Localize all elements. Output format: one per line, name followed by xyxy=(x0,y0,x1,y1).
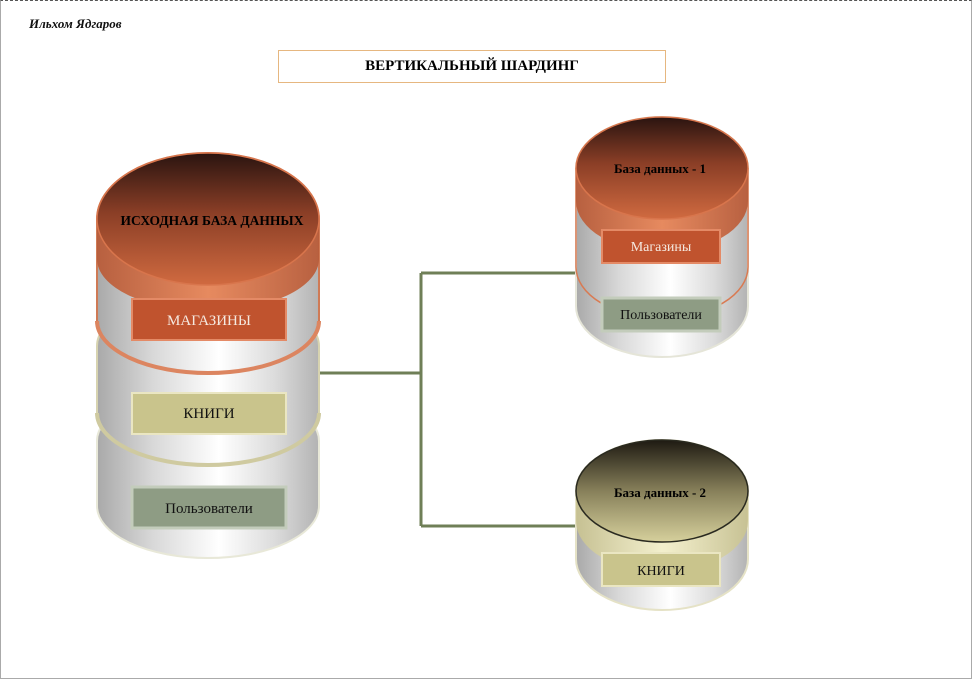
diagram-title-text: ВЕРТИКАЛЬНЫЙ ШАРДИНГ xyxy=(365,58,579,74)
shard-1-table-users xyxy=(600,296,722,333)
shard-2-database: База данных - 2 КНИГИ xyxy=(575,439,749,611)
source-table-users-label: Пользователи xyxy=(165,501,253,517)
connector-trunk xyxy=(304,271,576,528)
source-db-top xyxy=(96,152,320,286)
shard-2-top xyxy=(575,439,749,543)
shard-1-table-shops-label: Магазины xyxy=(631,240,692,255)
source-table-users xyxy=(130,485,288,530)
shard-1-table-shops xyxy=(601,229,721,264)
source-table-books-label: КНИГИ xyxy=(183,406,234,422)
diagram-title: ВЕРТИКАЛЬНЫЙ ШАРДИНГ xyxy=(278,50,666,83)
source-table-books xyxy=(131,392,287,435)
source-database: ИСХОДНАЯ БАЗА ДАННЫХ МАГАЗИНЫ КНИГИ Поль… xyxy=(95,152,321,559)
shard-1-top xyxy=(575,116,749,220)
source-db-label: ИСХОДНАЯ БАЗА ДАННЫХ xyxy=(121,213,304,228)
shard-1-database: База данных - 1 Магазины Пользователи xyxy=(575,116,749,358)
source-table-shops-label: МАГАЗИНЫ xyxy=(167,313,251,329)
shard-2-label: База данных - 2 xyxy=(614,485,706,500)
source-table-shops xyxy=(131,298,287,341)
shard-1-label: База данных - 1 xyxy=(614,161,706,176)
shard-1-table-users-label: Пользователи xyxy=(620,308,702,323)
connector-lines xyxy=(304,271,576,528)
author-label: Ильхом Ядгаров xyxy=(29,16,122,31)
shard-2-table-books-label: КНИГИ xyxy=(637,564,685,579)
shard-2-table-books xyxy=(601,552,721,587)
